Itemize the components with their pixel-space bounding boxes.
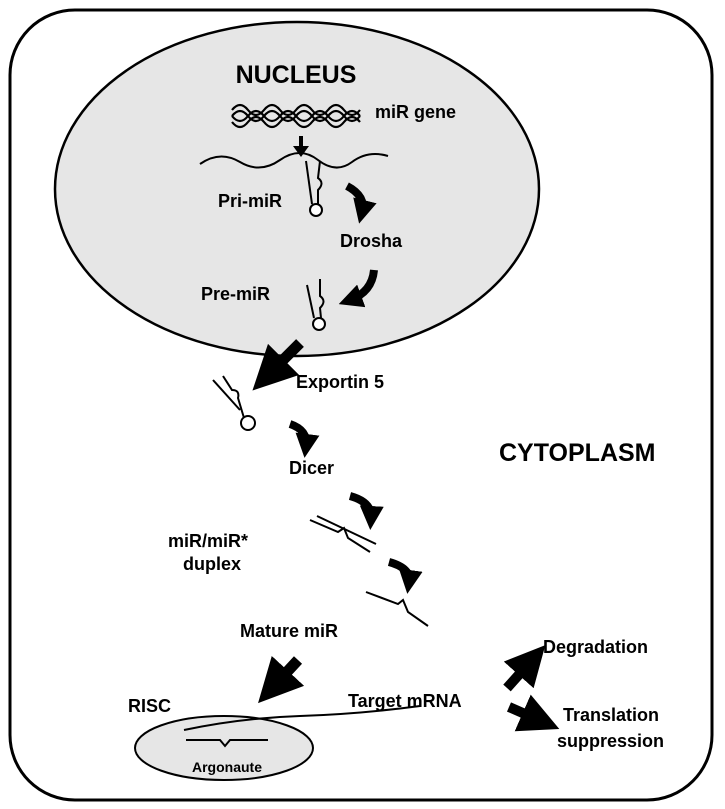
degradation-arrow <box>503 645 546 692</box>
curved-arrow-2 <box>338 269 378 308</box>
duplex-label-line2: duplex <box>183 554 241 574</box>
pre-mir-hairpin-icon <box>306 279 326 331</box>
exportin-label: Exportin 5 <box>296 372 384 392</box>
translation-label-line1: Translation <box>563 705 659 725</box>
pre-mir-label: Pre-miR <box>201 284 270 304</box>
argonaute-label: Argonaute <box>192 759 262 775</box>
transcription-arrow <box>293 136 309 157</box>
risc-label: RISC <box>128 696 171 716</box>
mir-gene-label: miR gene <box>375 102 456 122</box>
nucleus-label: NUCLEUS <box>236 61 357 89</box>
curved-arrow-4 <box>348 492 384 530</box>
curved-arrow-5 <box>387 558 423 594</box>
translation-label-line2: suppression <box>557 731 664 751</box>
translation-arrow <box>506 694 560 732</box>
mature-mir-label: Mature miR <box>240 621 338 641</box>
duplex-label-line1: miR/miR* <box>168 531 248 551</box>
bound-mir-strand-icon <box>186 739 268 748</box>
target-mrna-line <box>183 705 421 731</box>
pri-mir-label: Pri-miR <box>218 191 282 211</box>
degradation-label: Degradation <box>543 637 648 657</box>
mature-mir-strand-icon <box>365 591 429 627</box>
curved-arrow-3 <box>288 420 320 458</box>
pri-mir-hairpin-icon <box>305 160 323 217</box>
drosha-label: Drosha <box>340 231 403 251</box>
loading-arrow <box>258 655 305 704</box>
target-mrna-label: Target mRNA <box>348 691 462 711</box>
cytoplasm-label: CYTOPLASM <box>499 439 656 467</box>
curved-arrow-1 <box>345 182 377 224</box>
dna-helix-icon <box>231 103 361 129</box>
pri-mir-transcript <box>199 152 389 169</box>
duplex-strands-icon <box>309 515 377 553</box>
dicer-label: Dicer <box>289 458 334 478</box>
cytoplasmic-pre-mir-icon <box>212 375 256 431</box>
export-arrow <box>252 339 304 391</box>
argonaute-ellipse <box>134 715 314 781</box>
